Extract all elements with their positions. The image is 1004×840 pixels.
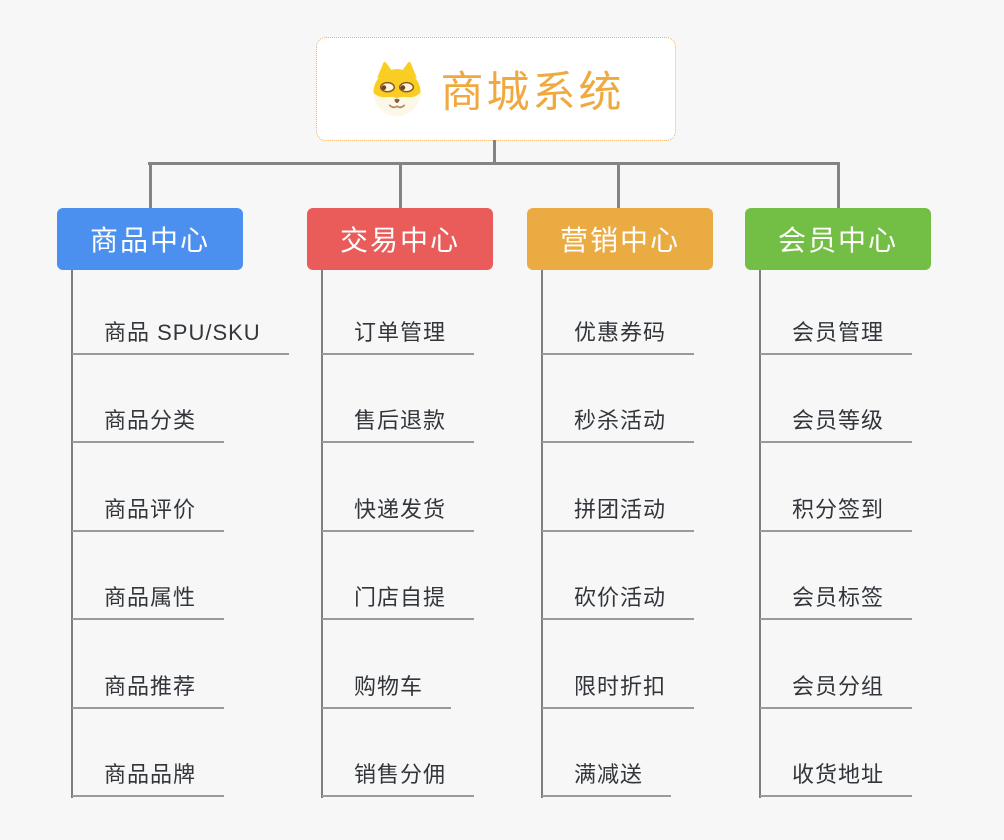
connector-stub-branch-1 [148, 162, 152, 208]
branch-items: 优惠券码 秒杀活动 拼团活动 砍价活动 限时折扣 满减送 [542, 266, 695, 797]
branch-member-center: 会员中心 会员管理 会员等级 积分签到 会员标签 会员分组 收货地址 [745, 208, 985, 798]
item-label: 秒杀活动 [542, 410, 695, 443]
list-item[interactable]: 订单管理 [322, 266, 475, 355]
branch-node-marketing-center[interactable]: 营销中心 [527, 208, 713, 270]
list-item[interactable]: 商品推荐 [72, 620, 289, 709]
list-item[interactable]: 商品 SPU/SKU [72, 266, 289, 355]
branch-node-trade-center[interactable]: 交易中心 [307, 208, 493, 270]
list-item[interactable]: 商品品牌 [72, 709, 289, 797]
item-label: 商品评价 [72, 498, 225, 532]
item-label: 拼团活动 [542, 498, 695, 532]
item-label: 售后退款 [322, 410, 475, 443]
branch-trunk-line [321, 270, 323, 798]
branch-node-member-center[interactable]: 会员中心 [745, 208, 931, 270]
list-item[interactable]: 会员等级 [760, 355, 913, 443]
doge-icon [372, 61, 421, 117]
item-label: 商品品牌 [72, 764, 225, 797]
branch-product-center: 商品中心 商品 SPU/SKU 商品分类 商品评价 商品属性 商品推荐 商品品牌 [57, 208, 297, 798]
root-node[interactable]: 商城系统 [316, 37, 676, 141]
list-item[interactable]: 商品属性 [72, 532, 289, 620]
list-item[interactable]: 商品分类 [72, 355, 289, 443]
connector-root-stub [493, 140, 496, 164]
item-label: 砍价活动 [542, 587, 695, 620]
list-item[interactable]: 门店自提 [322, 532, 475, 620]
connector-stub-branch-3 [616, 162, 620, 208]
item-label: 收货地址 [760, 764, 913, 797]
branch-items: 订单管理 售后退款 快递发货 门店自提 购物车 销售分佣 [322, 266, 475, 797]
item-label: 会员管理 [760, 321, 913, 355]
list-item[interactable]: 销售分佣 [322, 709, 475, 797]
list-item[interactable]: 会员标签 [760, 532, 913, 620]
item-label: 会员等级 [760, 410, 913, 443]
branch-trade-center: 交易中心 订单管理 售后退款 快递发货 门店自提 购物车 销售分佣 [307, 208, 547, 798]
branch-items: 商品 SPU/SKU 商品分类 商品评价 商品属性 商品推荐 商品品牌 [72, 266, 289, 797]
item-label: 购物车 [322, 675, 452, 709]
list-item[interactable]: 秒杀活动 [542, 355, 695, 443]
branch-items: 会员管理 会员等级 积分签到 会员标签 会员分组 收货地址 [760, 266, 913, 797]
connector-stub-branch-2 [398, 162, 402, 208]
item-label: 商品推荐 [72, 675, 225, 709]
connector-stub-branch-4 [836, 162, 840, 208]
item-label: 积分签到 [760, 498, 913, 532]
list-item[interactable]: 优惠券码 [542, 266, 695, 355]
item-label: 商品属性 [72, 587, 225, 620]
list-item[interactable]: 快递发货 [322, 443, 475, 532]
root-title: 商城系统 [440, 69, 625, 117]
list-item[interactable]: 满减送 [542, 709, 694, 797]
list-item[interactable]: 砍价活动 [542, 532, 695, 620]
list-item[interactable]: 积分签到 [760, 443, 913, 532]
branch-trunk-line [759, 270, 761, 798]
item-label: 门店自提 [322, 587, 475, 620]
item-label: 优惠券码 [542, 321, 695, 355]
branch-node-product-center[interactable]: 商品中心 [57, 208, 243, 270]
branch-marketing-center: 营销中心 优惠券码 秒杀活动 拼团活动 砍价活动 限时折扣 满减送 [527, 208, 767, 798]
list-item[interactable]: 会员管理 [760, 266, 913, 355]
item-label: 限时折扣 [542, 675, 695, 709]
item-label: 快递发货 [322, 498, 475, 532]
list-item[interactable]: 拼团活动 [542, 443, 695, 532]
branch-trunk-line [71, 270, 73, 798]
item-label: 商品分类 [72, 410, 225, 443]
item-label: 满减送 [542, 764, 672, 797]
list-item[interactable]: 会员分组 [760, 620, 913, 709]
item-label: 会员分组 [760, 675, 913, 709]
list-item[interactable]: 收货地址 [760, 709, 913, 797]
item-label: 会员标签 [760, 587, 913, 620]
list-item[interactable]: 售后退款 [322, 355, 475, 443]
branch-trunk-line [541, 270, 543, 798]
item-label: 销售分佣 [322, 764, 475, 797]
list-item[interactable]: 购物车 [322, 620, 474, 709]
list-item[interactable]: 限时折扣 [542, 620, 695, 709]
connector-spine [148, 162, 839, 165]
list-item[interactable]: 商品评价 [72, 443, 289, 532]
item-label: 订单管理 [322, 321, 475, 355]
item-label: 商品 SPU/SKU [72, 321, 289, 355]
